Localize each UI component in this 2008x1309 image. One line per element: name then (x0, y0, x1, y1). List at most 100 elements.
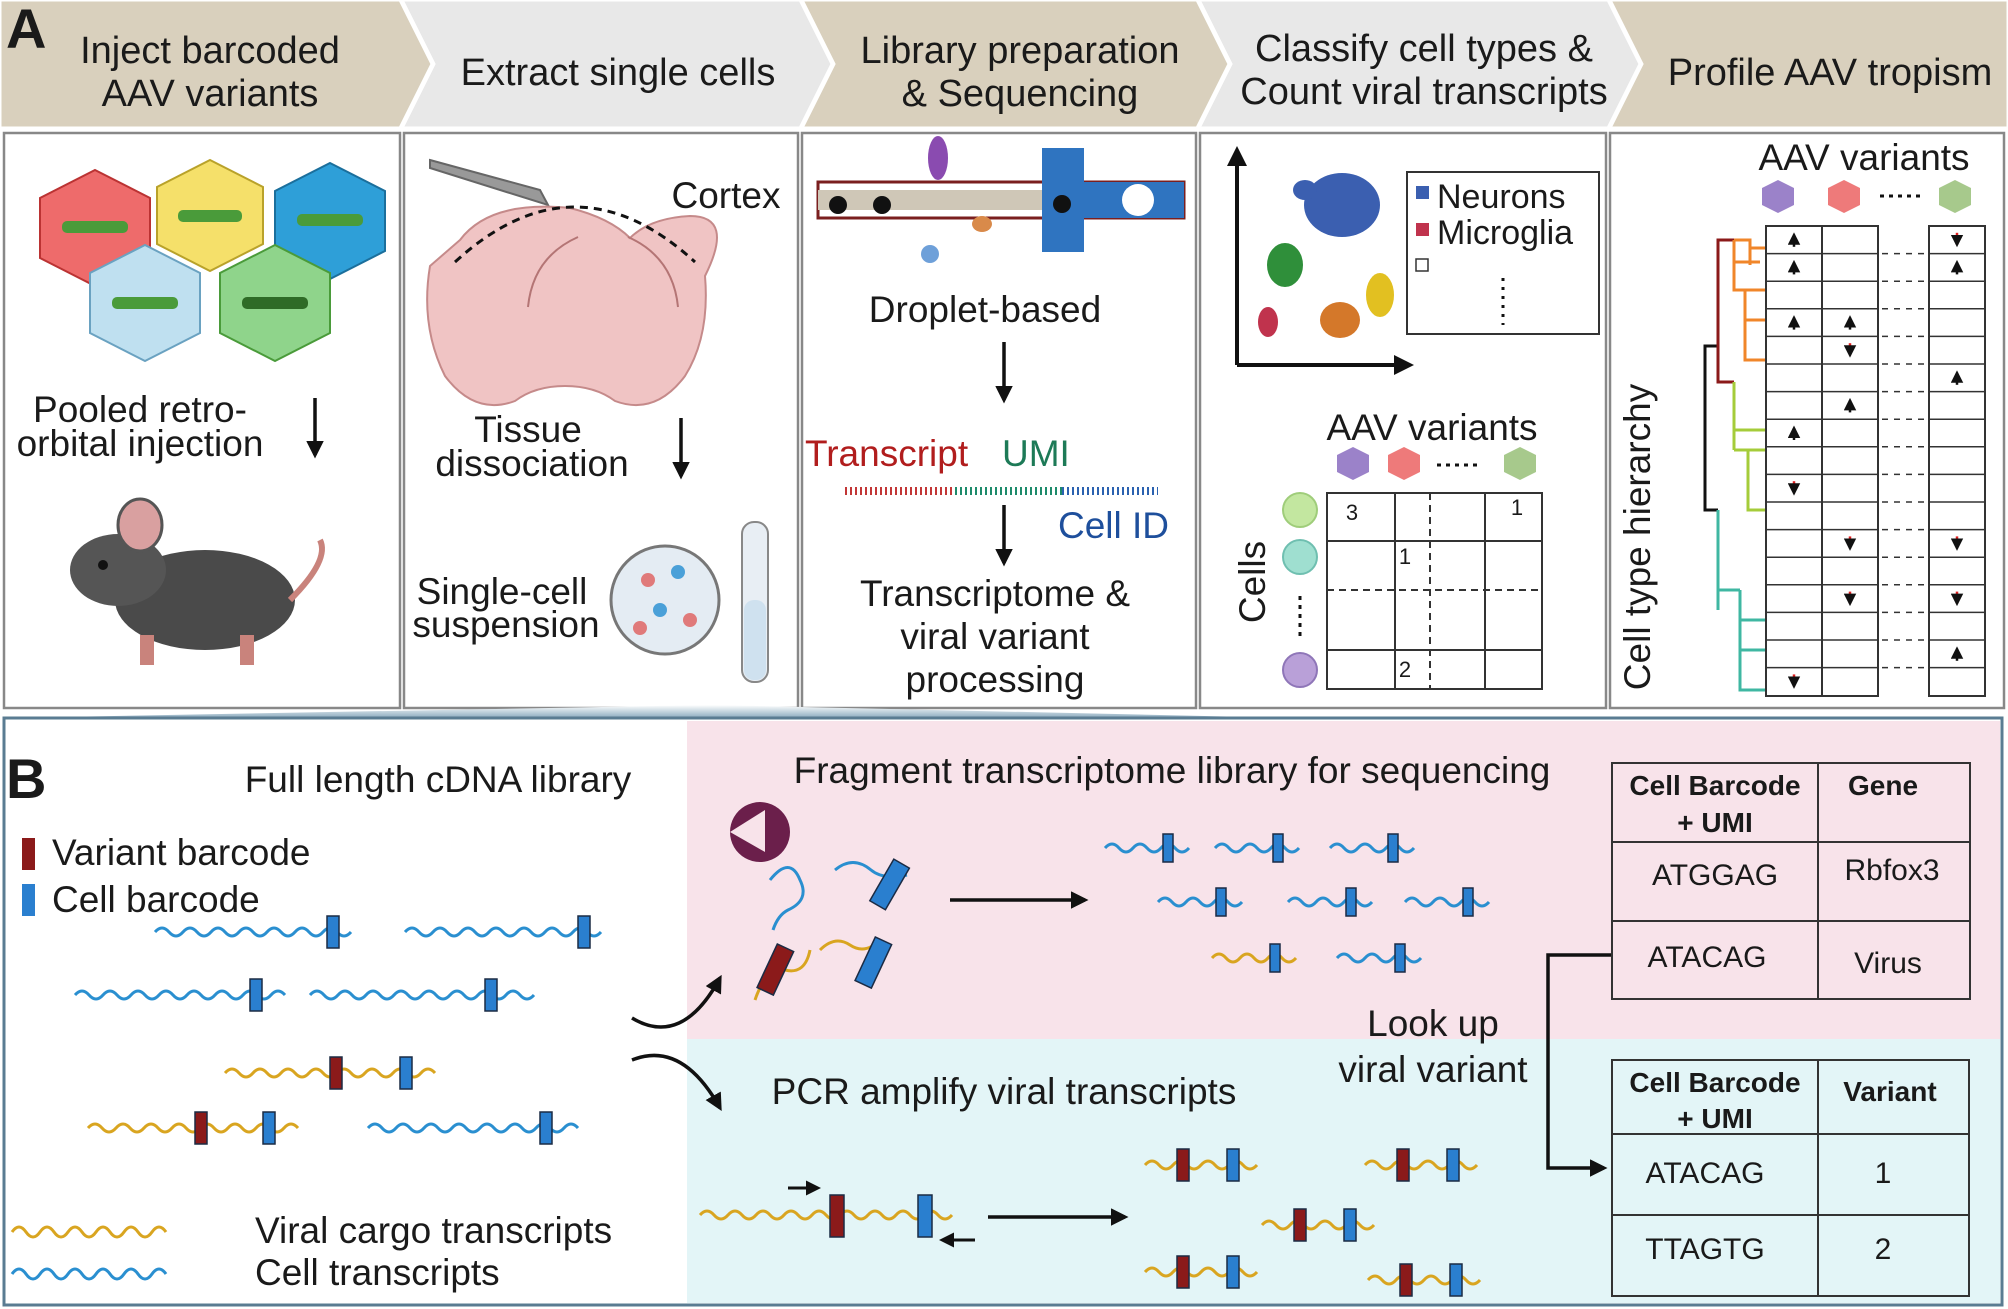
legend-microglia: Microglia (1437, 214, 1573, 252)
tropism-variants-title: AAV variants (1758, 137, 1969, 178)
variant-table-cell: TTAGTG (1645, 1233, 1764, 1266)
fragment-title: Fragment transcriptome library for seque… (794, 750, 1551, 791)
barcode-block (249, 978, 263, 1012)
legend-variant-barcode: Variant barcode (52, 832, 310, 873)
panel-b-letter: B (6, 747, 46, 810)
gene-table-col1-line1: Cell Barcode (1629, 770, 1800, 801)
matrix-value: 1 (1511, 495, 1523, 520)
pcr-region (687, 1039, 2000, 1303)
barcode-block (1446, 1148, 1460, 1182)
capsid-green-icon (219, 243, 331, 363)
barcode-block (1176, 1148, 1190, 1182)
barcode-block (1394, 943, 1406, 973)
capsid-yellow-icon (156, 158, 264, 273)
transcript-wave (768, 866, 805, 931)
variant-table-col1-line2: + UMI (1677, 1103, 1752, 1134)
dissociation-label-line1: Tissue (474, 409, 582, 450)
lookup-label-line1: Look up (1367, 1003, 1499, 1044)
aav-capsids (39, 158, 386, 363)
legend-cell-transcripts: Cell transcripts (255, 1252, 500, 1293)
branch-arrow-pcr (631, 1053, 722, 1112)
variant-table-col2: Variant (1843, 1076, 1936, 1107)
barcode-block (1215, 887, 1227, 917)
step3-title-line2: & Sequencing (902, 73, 1139, 115)
lookup-connector (1546, 953, 1612, 1177)
droplet-label: Droplet-based (869, 289, 1101, 330)
variant-table-col1-line1: Cell Barcode (1629, 1067, 1800, 1098)
matrix-value: 2 (1399, 657, 1411, 682)
branch-arrow-fragment (631, 974, 722, 1029)
step3-title-line1: Library preparation (861, 30, 1180, 72)
cdna-library-title: Full length cDNA library (245, 759, 632, 800)
barcode-block (577, 915, 591, 949)
gene-table-cell: Virus (1854, 947, 1922, 980)
step1-box (2, 131, 402, 710)
umap-axes (1227, 146, 1414, 375)
variant-table (1611, 1059, 1970, 1297)
panel-a-header (0, 0, 2008, 130)
neurons-swatch (1416, 186, 1429, 199)
cell-barcode-swatch (22, 884, 35, 916)
transcript-wave (1103, 842, 1191, 854)
barcode-block (756, 942, 795, 997)
processing-label-line1: Transcriptome & (860, 573, 1130, 614)
cdna-transcripts (73, 915, 603, 1145)
scalpel-icon (429, 158, 551, 207)
capsid-lightblue-icon (89, 243, 201, 363)
barcode-block (1387, 833, 1399, 863)
cells-axis-label: Cells (1232, 541, 1273, 623)
matrix-value: 3 (1346, 500, 1358, 525)
barcode-block (1226, 1255, 1240, 1289)
legend-cell-barcode: Cell barcode (52, 879, 260, 920)
barcode-block (1396, 1148, 1410, 1182)
transcript-wave (403, 926, 603, 938)
cell-type-dendrogram (1703, 238, 1765, 692)
mouse-icon (70, 497, 325, 665)
suspension-tube-icon (609, 521, 769, 683)
barcode-block (1272, 833, 1284, 863)
capsid-blue-icon (274, 161, 386, 281)
barcode-block (539, 1111, 553, 1145)
variant-table-cell: 2 (1875, 1233, 1892, 1266)
fragment-region (687, 721, 2000, 1039)
injection-label-line1: Pooled retro- (33, 389, 247, 430)
transcript-wave (1403, 896, 1491, 908)
barcode-block (329, 1056, 343, 1090)
transcript-wave (1210, 952, 1298, 964)
transcript-wave (1286, 896, 1374, 908)
transcript-wave (698, 1209, 954, 1221)
transcript-wave (153, 926, 353, 938)
gene-table (1611, 762, 1971, 1000)
fragment-pieces (753, 833, 1491, 1001)
variant-table-cell: 1 (1875, 1157, 1892, 1190)
gene-table-col1-line2: + UMI (1677, 807, 1752, 838)
variant-table-cell: ATACAG (1646, 1157, 1765, 1190)
microglia-swatch (1416, 223, 1429, 236)
matrix-variant-icons (1337, 447, 1536, 480)
gene-table-cell: ATACAG (1648, 941, 1767, 974)
processing-label-line2: viral variant (900, 616, 1090, 657)
barcode-block (484, 978, 498, 1012)
variant-barcode-swatch (22, 838, 35, 870)
gene-table-cell: ATGGAG (1652, 859, 1778, 892)
barcode-block (194, 1111, 208, 1145)
legend-empty-swatch (1415, 258, 1429, 272)
transcript-wave (1156, 896, 1244, 908)
cell-id-label: Cell ID (1058, 505, 1169, 546)
barcode-block (1449, 1263, 1463, 1297)
tropism-columns (1765, 225, 1986, 697)
zoom-funnel (4, 705, 1294, 718)
gene-table-col2: Gene (1848, 770, 1918, 801)
barcode-block (917, 1194, 933, 1238)
barcode-block (829, 1194, 845, 1238)
step2-title: Extract single cells (461, 52, 776, 94)
suspension-label-line1: Single-cell (417, 571, 588, 612)
lookup-label-line2: viral variant (1338, 1049, 1528, 1090)
barcode-block (1462, 887, 1474, 917)
step4-title-line2: Count viral transcripts (1240, 71, 1607, 113)
microfluidic-droplet-icon (816, 136, 1186, 263)
barcode-block (1269, 943, 1281, 973)
matrix-variants-title: AAV variants (1326, 407, 1537, 448)
step1-title-line2: AAV variants (102, 73, 319, 115)
